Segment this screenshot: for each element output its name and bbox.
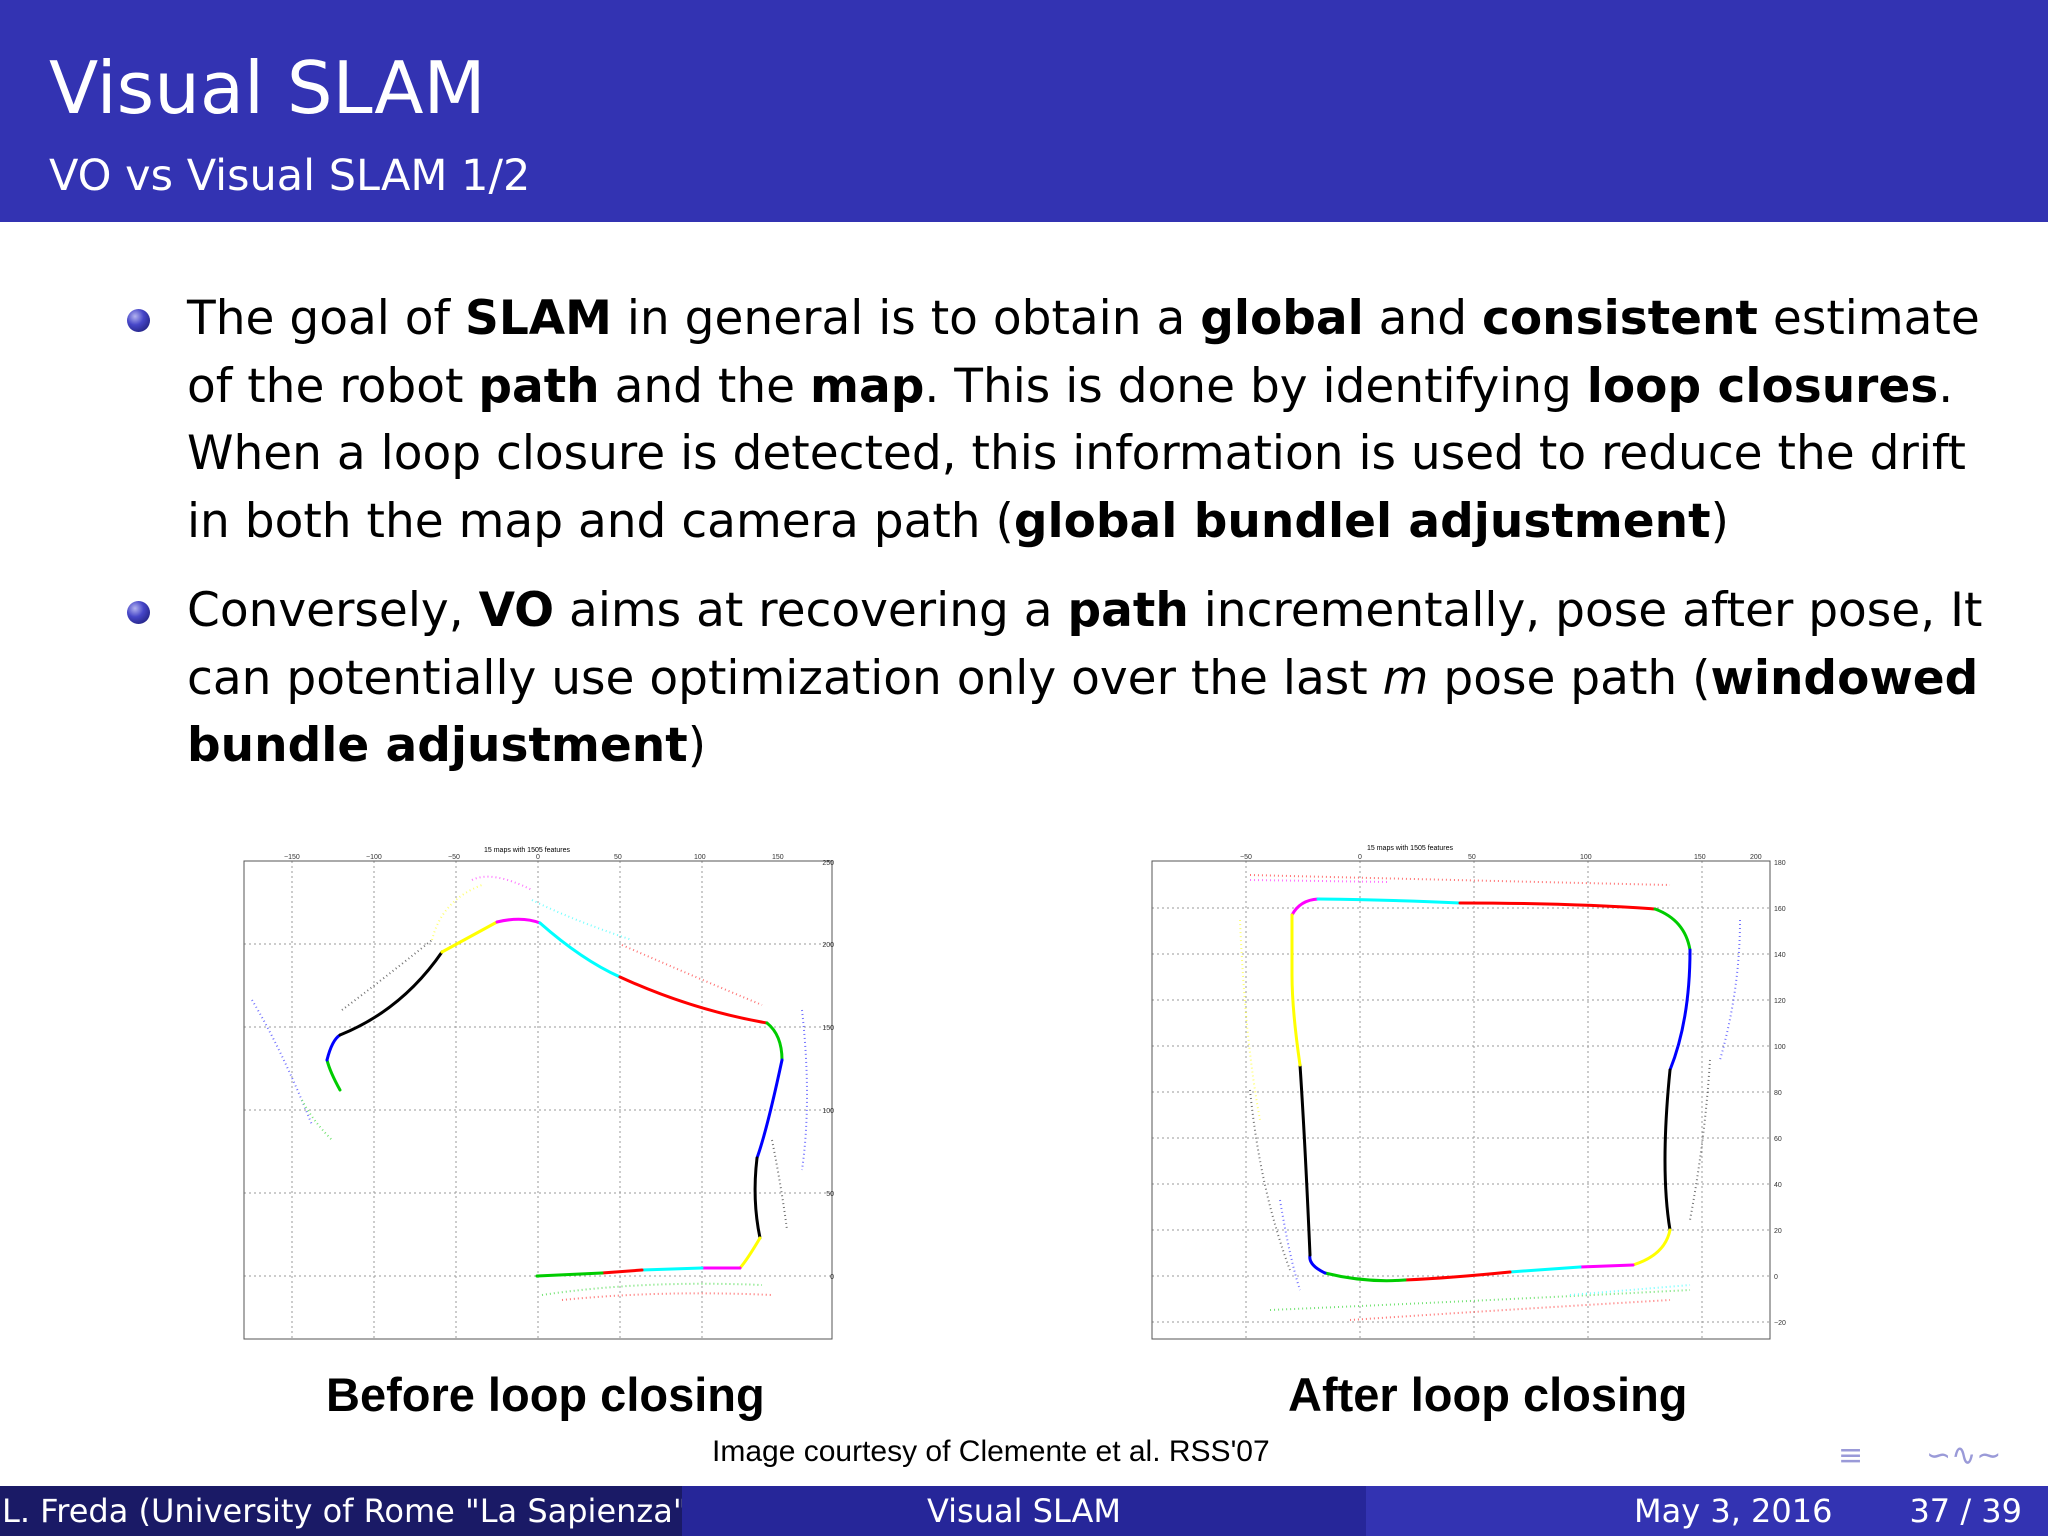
camera-path (325, 917, 784, 1278)
x-tick: 0 (1358, 854, 1362, 861)
y-tick: 80 (1774, 1090, 1782, 1097)
x-tick: −50 (1240, 854, 1252, 861)
y-tick: 20 (1774, 1228, 1782, 1235)
text-run: ) (687, 718, 707, 773)
y-tick: 60 (1774, 1136, 1782, 1143)
y-tick: 120 (1774, 998, 1786, 1005)
caption-before: Before loop closing (326, 1368, 765, 1421)
caption-after: After loop closing (1288, 1368, 1688, 1421)
footer-info: May 3, 2016 37 / 39 (1366, 1486, 2048, 1536)
slide-subtitle: VO vs Visual SLAM 1/2 (49, 151, 531, 201)
italic-text: m (1382, 650, 1429, 706)
text-run: . When a loop closure is detected, this … (187, 358, 1966, 549)
footer-date: May 3, 2016 (1634, 1492, 1833, 1530)
y-tick: 180 (1774, 860, 1786, 867)
search-icon[interactable]: ∽∿∼ (1926, 1438, 2002, 1473)
camera-path (1290, 897, 1692, 1283)
x-tick: 50 (1468, 854, 1476, 861)
footer-page-number[interactable]: 37 / 39 (1909, 1492, 2022, 1530)
y-tick: 40 (1774, 1182, 1782, 1189)
y-tick: −20 (1774, 1320, 1786, 1327)
y-tick: 160 (1774, 906, 1786, 913)
text-run: incrementally, pose after pose, It can p… (187, 583, 1983, 706)
bold-text: map (810, 358, 925, 414)
figure-small-title: 15 maps with 1505 features (484, 847, 570, 854)
bold-text: global (1200, 291, 1364, 346)
text-run: Conversely, (187, 583, 479, 638)
bold-text: path (478, 358, 600, 414)
x-tick: −150 (284, 854, 300, 861)
bullet-list: The goal of SLAM in general is to obtain… (125, 285, 2005, 802)
bullet-icon (127, 601, 150, 624)
x-tick: 200 (1750, 854, 1762, 861)
text-run: The goal of (187, 291, 465, 346)
text-run: and (1363, 291, 1483, 346)
bold-text: VO (478, 583, 555, 638)
x-tick: 150 (1694, 854, 1706, 861)
text-run: ) (1710, 493, 1729, 549)
y-tick: 0 (1774, 1274, 1778, 1281)
y-tick: 100 (1774, 1044, 1786, 1051)
text-run: estimate of the robot (187, 291, 1980, 414)
bullet-text: The goal of SLAM in general is to obtain… (187, 291, 1980, 549)
figure-small-title: 15 maps with 1505 features (1367, 845, 1453, 852)
bullet-text: Conversely, VO aims at recovering a path… (187, 583, 1982, 773)
bold-text: windowed bundle adjustment (187, 650, 1979, 774)
bold-text: SLAM (464, 291, 612, 346)
bold-text: consistent (1482, 291, 1758, 346)
y-tick: 140 (1774, 952, 1786, 959)
slide-title: Visual SLAM (49, 46, 486, 130)
image-credit: Image courtesy of Clemente et al. RSS'07 (712, 1435, 1270, 1468)
text-run: pose path ( (1428, 650, 1711, 706)
y-tick: 150 (822, 1025, 834, 1032)
y-tick: 0 (830, 1274, 834, 1281)
x-tick: 0 (536, 854, 540, 861)
feature-points (1239, 874, 1741, 1321)
bold-text: path (1067, 583, 1189, 638)
y-tick: 200 (822, 942, 834, 949)
x-tick: 150 (772, 854, 784, 861)
bold-text: global bundlel adjustment (1013, 493, 1711, 549)
text-run: aims at recovering a (554, 583, 1068, 638)
bullet-item: The goal of SLAM in general is to obtain… (125, 285, 2005, 555)
x-tick: 100 (694, 854, 706, 861)
bullet-item: Conversely, VO aims at recovering a path… (125, 577, 2005, 780)
x-tick: −50 (448, 854, 460, 861)
figure-after-loop-closing: 15 maps with 1505 features −50 0 50 100 … (1150, 840, 1786, 1340)
slide-header: Visual SLAM VO vs Visual SLAM 1/2 (0, 0, 2048, 222)
text-run: . This is done by identifying (924, 358, 1587, 414)
menu-icon[interactable]: ≡ (1838, 1438, 1864, 1473)
bold-text: loop closures (1586, 358, 1939, 414)
slide-footer: L. Freda (University of Rome "La Sapienz… (0, 1486, 2048, 1536)
y-tick: 100 (822, 1108, 834, 1115)
feature-points (251, 875, 808, 1301)
x-tick: −100 (366, 854, 382, 861)
footer-author: L. Freda (University of Rome "La Sapienz… (0, 1486, 700, 1536)
text-run: and the (599, 358, 811, 414)
bullet-icon (127, 309, 150, 332)
footer-author-text: L. Freda (University of Rome "La Sapienz… (2, 1492, 701, 1530)
footer-title: Visual SLAM (682, 1486, 1366, 1536)
x-tick: 100 (1580, 854, 1592, 861)
text-run: in general is to obtain a (611, 291, 1201, 346)
y-tick: 50 (826, 1191, 834, 1198)
x-tick: 50 (614, 854, 622, 861)
y-tick: 250 (822, 860, 834, 867)
figure-before-loop-closing: 15 maps with 1505 features −150 −100 −50… (242, 840, 834, 1340)
